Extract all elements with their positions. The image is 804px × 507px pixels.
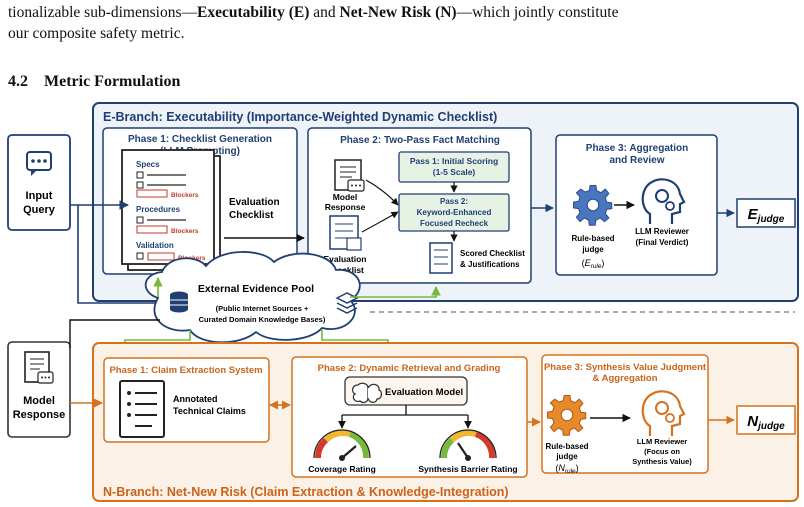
evidence-pool-title: External Evidence Pool xyxy=(198,283,314,295)
model-response-doc-icon xyxy=(334,159,365,192)
e-llm-reviewer-label-1: LLM Reviewer xyxy=(635,227,689,236)
e-phase3-box xyxy=(555,134,718,276)
database-icon xyxy=(170,291,188,313)
e-llm-reviewer-label-2: (Final Verdict) xyxy=(636,238,689,247)
n-llm-reviewer-label-2: (Focus on xyxy=(644,447,680,456)
model-response-label-1: Model xyxy=(23,395,55,407)
procedures-label: Procedures xyxy=(136,205,181,214)
n-rule-judge-label-1: Rule-based xyxy=(545,442,588,451)
blockers-tag-1: Blockers xyxy=(171,192,199,199)
section-number: 4.2 xyxy=(8,73,28,90)
input-query-label-1: Input xyxy=(26,190,53,202)
net-new-risk-term: Net-New Risk (N) xyxy=(339,4,457,21)
n-phase2-box xyxy=(291,356,528,478)
model-response-box xyxy=(7,341,71,438)
e-phase2-model-response-2: Response xyxy=(325,202,366,212)
n-branch-title: N-Branch: Net-New Risk (Claim Extraction… xyxy=(103,485,509,499)
pass2-label-2: Keyword-Enhanced xyxy=(417,208,492,217)
e-phase3-title-2: and Review xyxy=(609,155,664,166)
evaluation-model-label: Evaluation Model xyxy=(385,387,463,398)
e-phase3-title-1: Phase 3: Aggregation xyxy=(586,143,688,154)
executability-term: Executability (E) xyxy=(196,4,310,21)
input-query-box xyxy=(7,134,71,231)
pass2-label-3: Focused Recheck xyxy=(420,219,489,228)
coverage-gauge-icon xyxy=(313,429,371,461)
claims-label-2: Technical Claims xyxy=(173,406,246,416)
n-gear-icon xyxy=(547,395,587,436)
validation-checkbox-1 xyxy=(136,252,144,260)
e-branch-title: E-Branch: Executability (Importance-Weig… xyxy=(103,110,497,124)
n-phase3-title-1: Phase 3: Synthesis Value Judgment xyxy=(544,362,707,373)
evaluation-checklist-icon xyxy=(329,215,362,251)
section-heading: 4.2 Metric Formulation xyxy=(8,73,180,91)
n-llm-reviewer-label-3: Synthesis Value) xyxy=(632,457,692,466)
scored-checklist-label-1: Scored Checklist xyxy=(460,249,525,258)
synthesis-barrier-rating-label: Synthesis Barrier Rating xyxy=(418,464,517,474)
pass1-label-2: (1-5 Scale) xyxy=(433,167,476,177)
e-gear-icon xyxy=(573,185,613,226)
evidence-pool-sub-1: (Public Internet Sources + xyxy=(216,304,309,313)
n-llm-reviewer-label-1: LLM Reviewer xyxy=(637,437,688,446)
blockers-tag-2: Blockers xyxy=(171,228,199,235)
n-phase3-title-2: & Aggregation xyxy=(592,373,657,384)
pass1-label-1: Pass 1: Initial Scoring xyxy=(410,156,498,166)
intro-and: and xyxy=(309,4,340,21)
e-phase1-output-label-1: Evaluation xyxy=(229,197,280,208)
specs-label: Specs xyxy=(136,160,160,169)
coverage-rating-label: Coverage Rating xyxy=(308,464,376,474)
n-judge-output-box xyxy=(736,405,796,435)
section-title: Metric Formulation xyxy=(44,73,181,90)
input-query-label-2: Query xyxy=(23,204,56,216)
e-phase2-eval-checklist-1: Evaluation xyxy=(324,254,367,264)
pass2-label-1: Pass 2: xyxy=(440,197,468,206)
intro-text-tail: —which jointly constitute xyxy=(456,4,619,21)
intro-paragraph: tionalizable sub-dimensions—Executabilit… xyxy=(8,2,798,44)
e-phase1-title-1: Phase 1: Checklist Generation xyxy=(128,134,272,145)
e-llm-reviewer-head-icon xyxy=(641,178,686,224)
n-rule-judge-label-2: judge xyxy=(555,452,578,461)
validation-label: Validation xyxy=(136,241,174,250)
e-phase1-output-label-2: Checklist xyxy=(229,210,274,221)
n-phase1-title: Phase 1: Claim Extraction System xyxy=(109,365,262,376)
procedure-checkbox-1 xyxy=(136,216,144,224)
layers-icon xyxy=(335,292,359,314)
spec-checkbox-2 xyxy=(136,181,144,189)
evidence-pool-sub-2: Curated Domain Knowledge Bases) xyxy=(199,315,326,324)
intro-line-2: our composite safety metric. xyxy=(8,25,185,42)
e-rule-judge-label-2: judge xyxy=(581,245,604,254)
n-llm-reviewer-head-icon xyxy=(641,390,686,436)
checklist-document-icon xyxy=(121,149,221,271)
n-phase2-title: Phase 2: Dynamic Retrieval and Grading xyxy=(318,363,501,374)
e-phase2-model-response-1: Model xyxy=(333,192,358,202)
n-judge-output: Njudge xyxy=(747,413,785,432)
claim-list-icon xyxy=(119,380,165,438)
model-response-label-2: Response xyxy=(13,409,66,421)
scored-checklist-label-2: & Justifications xyxy=(460,260,520,269)
claims-label-1: Annotated xyxy=(173,394,218,404)
e-rule-judge-label-1: Rule-based xyxy=(571,234,614,243)
spec-checkbox-1 xyxy=(136,171,144,179)
intro-text: tionalizable sub-dimensions— xyxy=(8,4,197,21)
e-phase2-title: Phase 2: Two-Pass Fact Matching xyxy=(340,135,500,146)
synthesis-barrier-gauge-icon xyxy=(439,429,497,461)
scored-checklist-icon xyxy=(429,242,453,274)
brain-icon xyxy=(351,382,383,404)
model-response-icon xyxy=(24,351,54,384)
e-judge-output-box xyxy=(736,198,796,228)
chat-bubble-icon xyxy=(26,151,52,176)
e-judge-output: Ejudge xyxy=(748,206,785,225)
